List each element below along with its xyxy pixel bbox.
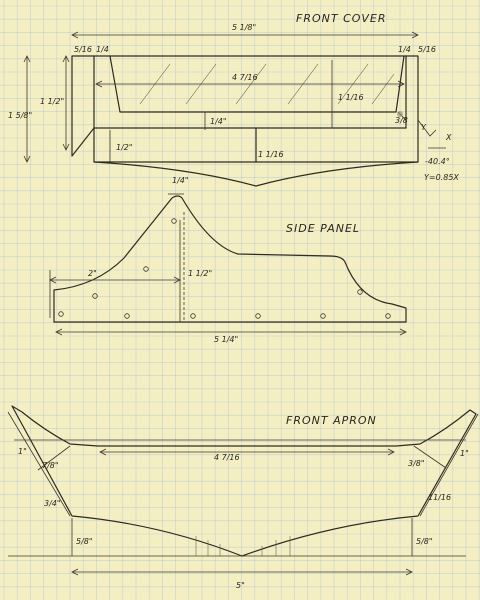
mid-height-label: 1 1/2" (40, 97, 64, 106)
top-width-label: 1/4" (172, 176, 189, 185)
formula-angle-label: -40.4° (425, 157, 450, 166)
right-side-label: 11/16 (428, 493, 451, 502)
right-base-label: 5/8" (416, 537, 433, 546)
apron-bottom-width-arrows (71, 568, 413, 576)
formula-y-label: Y (421, 123, 427, 132)
panel-holes (58, 218, 391, 319)
left-slope-label: 1" (18, 447, 27, 456)
formula-x-label: X (445, 133, 452, 142)
outer-height-arrows (23, 55, 31, 163)
angle-sketch (417, 119, 446, 149)
front-cover-drawing: FRONT COVER 5 1/8" 4 7/16 5/16 1/4 1/4 5… (8, 12, 459, 187)
panel-width-arrows (55, 328, 407, 336)
inner-width-label: 4 7/16 (232, 73, 258, 82)
left-inner-label: 1/4 (96, 45, 109, 54)
front-apron-drawing: FRONT APRON 4 7/16 1" 7/8" 3/4" 5/8" 3/8… (7, 405, 479, 590)
left-base-label: 5/8" (76, 537, 93, 546)
mid-height-arrows (62, 55, 70, 151)
inner-width-arrows (95, 80, 405, 88)
left-top-label: 7/8" (42, 461, 59, 470)
overall-width-arrows (71, 31, 419, 39)
apron-top-width-arrows (99, 448, 395, 456)
formula-eq-label: Y=0.85X (424, 173, 459, 182)
side-panel-title: SIDE PANEL (286, 222, 360, 235)
apron-top-width-label: 4 7/16 (214, 453, 240, 462)
offset-label: 2" (88, 269, 97, 278)
front-cover-title: FRONT COVER (296, 12, 387, 25)
front-apron-outline (11, 405, 477, 557)
peak-height-label: 1 1/2" (188, 269, 212, 278)
overall-width-label: 5 1/8" (232, 23, 256, 32)
left-top-dim (37, 445, 71, 471)
angle-note-label: 3/8 (395, 116, 408, 125)
right-slope-label: 1" (460, 449, 469, 458)
outer-height-label: 1 5/8" (8, 111, 32, 120)
right-top-label: 3/8" (408, 459, 425, 468)
left-slope-dim (7, 411, 71, 517)
right-inner-label: 1/4 (398, 45, 411, 54)
panel-width-label: 5 1/4" (214, 335, 238, 344)
bottom-left-label: 1/2" (116, 143, 133, 152)
bottom-center-label: 1 1/16 (258, 150, 284, 159)
right-top-dim (413, 445, 447, 469)
left-edge-label: 5/16 (74, 45, 92, 54)
apron-hatching (195, 536, 291, 556)
side-panel-drawing: SIDE PANEL 1/4" 1 1/2" 2" 5 1/4" (49, 176, 407, 344)
lip-label: 1/4" (210, 117, 227, 126)
front-apron-title: FRONT APRON (286, 414, 377, 427)
apron-bottom-width-label: 5" (236, 581, 245, 590)
cover-bottom-point (93, 161, 419, 187)
side-panel-outline (53, 195, 407, 323)
corner-smudge (397, 111, 403, 117)
left-side-label: 3/4" (44, 499, 61, 508)
window-height-label: 1 1/16 (338, 93, 364, 102)
right-slope-dim (419, 413, 479, 517)
right-edge-label: 5/16 (418, 45, 436, 54)
